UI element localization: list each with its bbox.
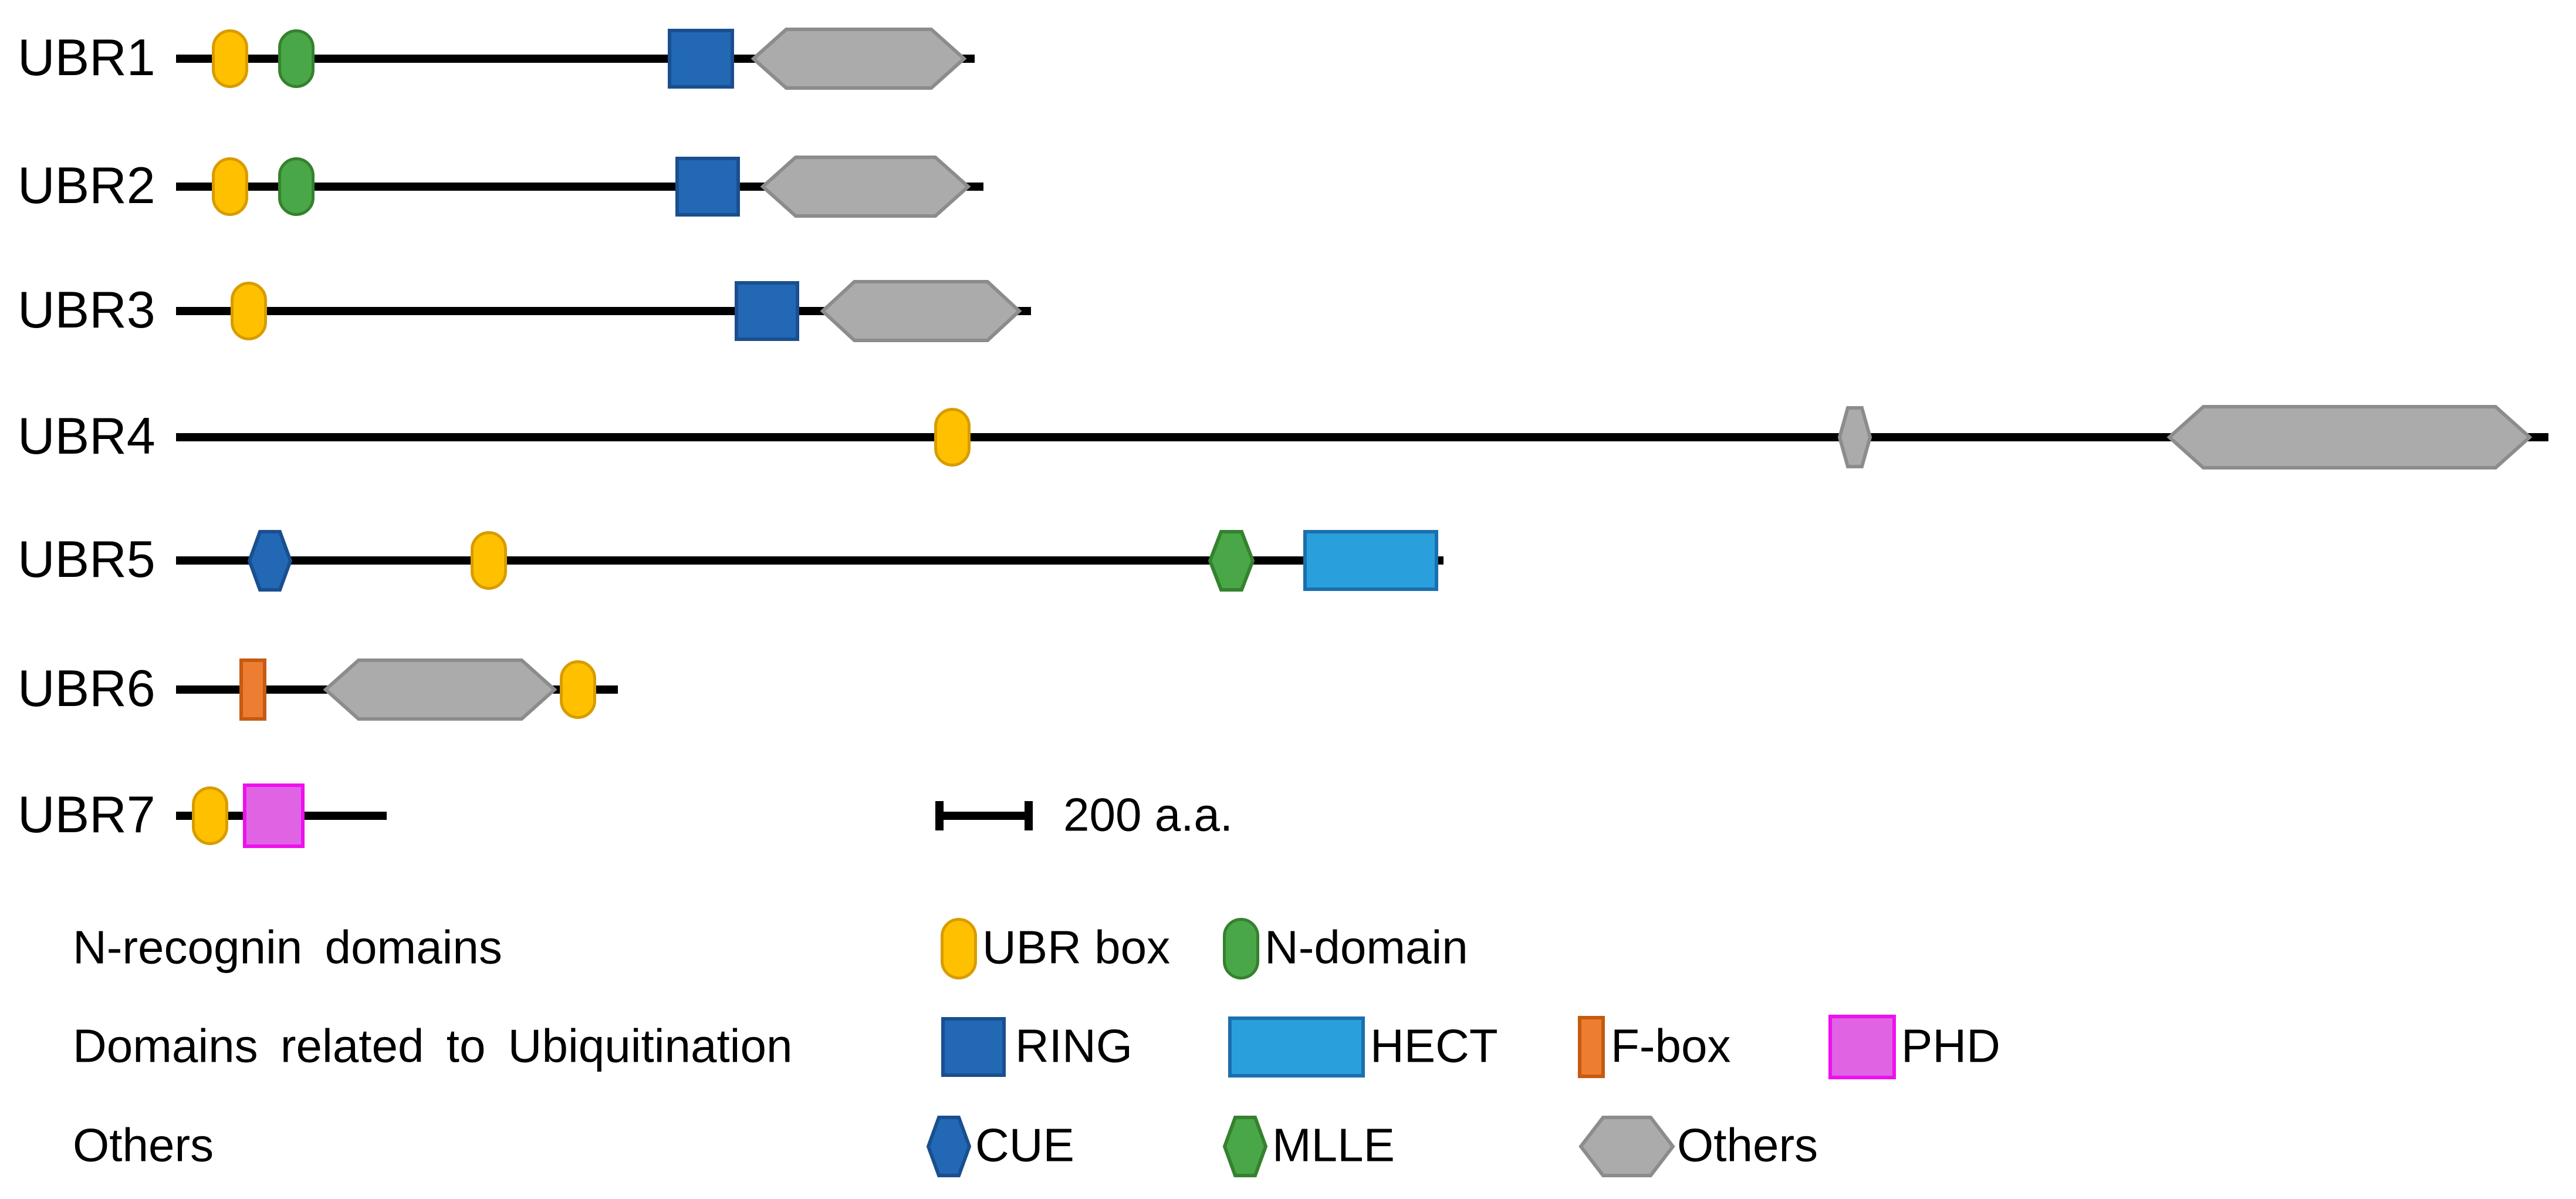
legend-section-label: Others — [73, 1119, 214, 1171]
legend-swatch-n-domain — [1223, 917, 1259, 980]
legend-label-n-domain: N-domain — [1265, 921, 1468, 974]
scale-bar — [935, 801, 1033, 830]
protein-label-ubr6: UBR6 — [18, 659, 155, 718]
domain-others — [820, 280, 1022, 342]
domain-f-box — [239, 658, 266, 721]
protein-label-ubr1: UBR1 — [18, 28, 155, 87]
domain-others — [1837, 406, 1872, 468]
legend-label-phd: PHD — [1901, 1019, 2000, 1072]
protein-label-ubr4: UBR4 — [18, 407, 155, 465]
domain-phd — [243, 783, 305, 848]
domain-others — [2166, 405, 2533, 470]
domain-cue — [247, 529, 293, 592]
protein-label-ubr7: UBR7 — [18, 785, 155, 844]
legend-label-ubr-box: UBR box — [982, 921, 1171, 974]
domain-n-domain — [278, 29, 315, 88]
protein-label-ubr3: UBR3 — [18, 281, 155, 339]
backbone-ubr3 — [176, 307, 1031, 315]
legend-swatch-others — [1578, 1115, 1675, 1177]
protein-label-ubr2: UBR2 — [18, 156, 155, 215]
domain-ubr-box — [560, 660, 596, 719]
legend-label-cue: CUE — [975, 1119, 1074, 1171]
legend-swatch-hect — [1228, 1016, 1365, 1078]
legend-label-f-box: F-box — [1611, 1019, 1731, 1072]
domain-ubr-box — [231, 282, 267, 340]
legend-label-mlle: MLLE — [1272, 1119, 1395, 1171]
protein-label-ubr5: UBR5 — [18, 530, 155, 589]
domain-n-domain — [278, 157, 315, 216]
domain-ring — [735, 281, 799, 341]
domain-ubr-box — [192, 786, 228, 845]
domain-others — [760, 156, 971, 218]
legend-label-hect: HECT — [1370, 1019, 1498, 1072]
domain-ubr-box — [934, 408, 971, 467]
domain-mlle — [1208, 529, 1255, 592]
scale-bar-label: 200 a.a. — [1063, 788, 1233, 841]
scale-bar-right-cap — [1025, 801, 1033, 830]
domain-others — [323, 658, 557, 721]
legend-swatch-cue — [926, 1115, 972, 1177]
domain-ubr-box — [471, 531, 507, 590]
domain-ring — [668, 29, 734, 89]
domain-ubr-box — [212, 157, 248, 216]
backbone-ubr4 — [176, 433, 2548, 441]
legend-section-label: Domains related to Ubiquitination — [73, 1019, 793, 1072]
legend-label-others: Others — [1677, 1119, 1818, 1171]
domain-hect — [1303, 530, 1438, 591]
legend-swatch-ubr-box — [941, 917, 977, 980]
legend-section-label: N-recognin domains — [73, 921, 502, 974]
scale-bar-line — [935, 812, 1033, 820]
domain-others — [751, 28, 967, 90]
legend-label-ring: RING — [1015, 1019, 1133, 1072]
legend-swatch-f-box — [1578, 1016, 1605, 1078]
legend-swatch-mlle — [1222, 1115, 1268, 1177]
legend-swatch-ring — [941, 1017, 1006, 1077]
legend-swatch-phd — [1828, 1015, 1896, 1079]
domain-ubr-box — [212, 29, 248, 88]
domain-ring — [675, 157, 740, 217]
